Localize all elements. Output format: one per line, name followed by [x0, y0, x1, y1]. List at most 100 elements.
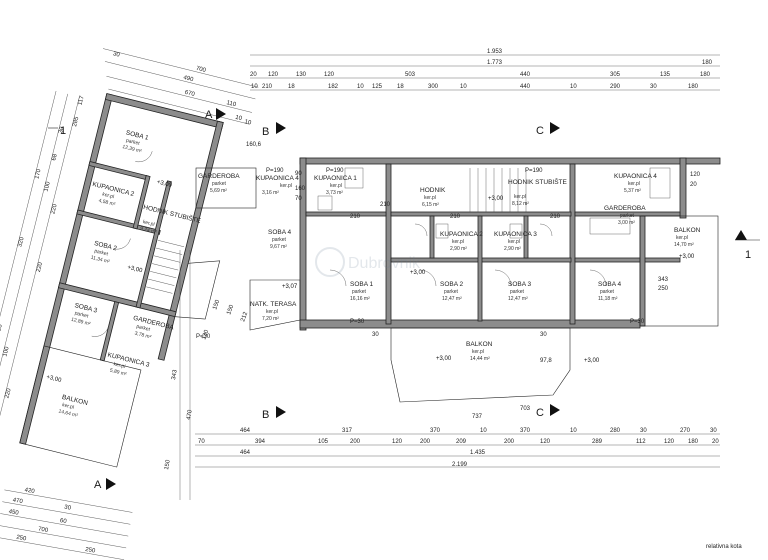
dim-label: 209 — [456, 439, 467, 445]
left-wing: SOBA 1 parket 12,39 m² KUPAONICA 2 ker.p… — [19, 93, 224, 468]
dim-label: 210 — [450, 214, 461, 220]
room-floor: parket — [212, 181, 227, 187]
dim-label: 10 — [251, 84, 258, 90]
dim-label: 20 — [712, 439, 719, 445]
dim-label: 10 — [480, 428, 487, 434]
room-area: 14,64 m² — [58, 408, 79, 419]
dim-label: 394 — [255, 439, 266, 445]
dim-label: 20 — [250, 72, 257, 78]
dim-label: 10 — [244, 119, 253, 127]
room-floor: ker.pl — [472, 349, 484, 355]
dim-label: P=30 — [630, 319, 645, 325]
section-label-b: B — [262, 126, 269, 138]
dim-label: 670 — [184, 90, 196, 98]
left-top-dimensions: 700 490 670 30 110 10 10 — [102, 48, 259, 127]
level-mark: +3,00 — [436, 356, 452, 362]
dim-label: P=30 — [350, 319, 365, 325]
section-label-c: C — [536, 407, 544, 419]
section-arrow-icon — [276, 122, 286, 134]
room-floor: parket — [94, 248, 110, 257]
room-label: KUPAONICA 2 — [440, 231, 483, 238]
dim-label: 700 — [195, 66, 207, 74]
dim-label: 300 — [428, 84, 439, 90]
dim-label: 10 — [460, 84, 467, 90]
section-label-b: B — [262, 409, 269, 421]
room-floor: parket — [444, 289, 459, 295]
dim-label: 120 — [324, 72, 335, 78]
room-label: BALKON — [674, 227, 701, 234]
room-floor: parket — [620, 213, 635, 219]
dim-label: 10 — [570, 84, 577, 90]
room-floor: ker.pl — [142, 219, 155, 228]
dim-label: 210 — [380, 202, 391, 208]
room-area: 3,16 m² — [262, 190, 279, 196]
room-floor: ker.pl — [280, 183, 292, 189]
room-floor: ker.pl — [628, 181, 640, 187]
level-mark: +3,00 — [584, 358, 600, 364]
room-label: HODNIK STUBIŠTE — [508, 177, 568, 186]
dim-label: 220 — [4, 387, 12, 399]
dim-label: 490 — [183, 75, 195, 83]
room-area: 12,47 m² — [508, 296, 528, 302]
room-area: 9,67 m² — [270, 244, 287, 250]
room-area: 7,20 m² — [262, 316, 279, 322]
room-label: SOBA 3 — [508, 281, 532, 288]
room-area: 12,47 m² — [442, 296, 462, 302]
room-label: KUPAONICA 4 — [614, 173, 657, 180]
dim-label: 97,8 — [540, 358, 552, 364]
room-area: 3,73 m² — [326, 190, 343, 196]
room-label: BALKON — [466, 341, 493, 348]
room-floor: ker.pl — [102, 192, 115, 201]
room-floor: ker.pl — [514, 194, 526, 200]
dim-label: 450 — [8, 509, 20, 517]
dim-label: 30 — [540, 332, 547, 338]
middle-vertical-dimensions: 150 150 130 470 343 212 150 — [164, 250, 250, 500]
left-vertical-dimensions: 285 117 30 68 170 100 220 320 220 320 10… — [0, 90, 86, 466]
room-area: 11,34 m² — [90, 255, 111, 266]
dim-label: 420 — [24, 487, 36, 495]
level-mark: +3,07 — [282, 284, 298, 290]
room-floor: parket — [352, 289, 367, 295]
dim-label: 180 — [700, 72, 711, 78]
dim-label: 737 — [472, 414, 483, 420]
dim-bottom-total: 2.199 — [452, 462, 468, 468]
room-label: KUPAONICA 4 — [256, 175, 299, 182]
dim-label: 18 — [397, 84, 404, 90]
dim-label: 700 — [38, 526, 50, 534]
section-markers: A A B B C C 1 1 — [48, 108, 760, 491]
dim-label: 68 — [51, 153, 59, 162]
dim-label: 30 — [640, 428, 647, 434]
dim-label: 317 — [342, 428, 353, 434]
dim-label: 30 — [650, 84, 657, 90]
dim-label: 10 — [570, 428, 577, 434]
room-label: NATK. TERASA — [250, 301, 297, 308]
dim-label: 60 — [59, 518, 67, 525]
dim-label: 440 — [520, 84, 531, 90]
dim-label: 250 — [16, 535, 28, 543]
dim-label: 464 — [240, 450, 251, 456]
right-block: KUPAONICA 4 ker.pl 3,16 m² KUPAONICA 1 k… — [195, 142, 721, 403]
room-label: KUPAONICA 1 — [314, 175, 357, 182]
dim-label: 10 — [235, 115, 244, 123]
watermark: Dubrovnik — [315, 247, 421, 277]
dim-label: 440 — [520, 72, 531, 78]
room-label: HODNIK — [420, 187, 446, 194]
dim-label: 30 — [710, 428, 717, 434]
caption: relativna kota — [706, 544, 742, 550]
watermark-logo-icon — [315, 247, 345, 277]
dim-label: 112 — [636, 439, 646, 445]
dim-label: 320 — [17, 236, 25, 248]
dim-label: 105 — [318, 439, 329, 445]
dim-label: 20 — [690, 182, 697, 188]
room-floor: parket — [136, 324, 152, 333]
room-area: 2,90 m² — [504, 246, 521, 252]
dim-label: 343 — [658, 277, 669, 283]
room-label: SOBA 1 — [350, 281, 374, 288]
dim-label: P=190 — [525, 168, 543, 174]
room-area: 16,16 m² — [350, 296, 370, 302]
level-mark: +3,00 — [127, 265, 144, 275]
top-dimensions: 1.953 1.773 180 20 120 130 120 503 440 3… — [250, 49, 720, 91]
dim-label: 305 — [610, 72, 621, 78]
dim-label: 180 — [688, 439, 699, 445]
room-floor: ker.pl — [452, 239, 464, 245]
